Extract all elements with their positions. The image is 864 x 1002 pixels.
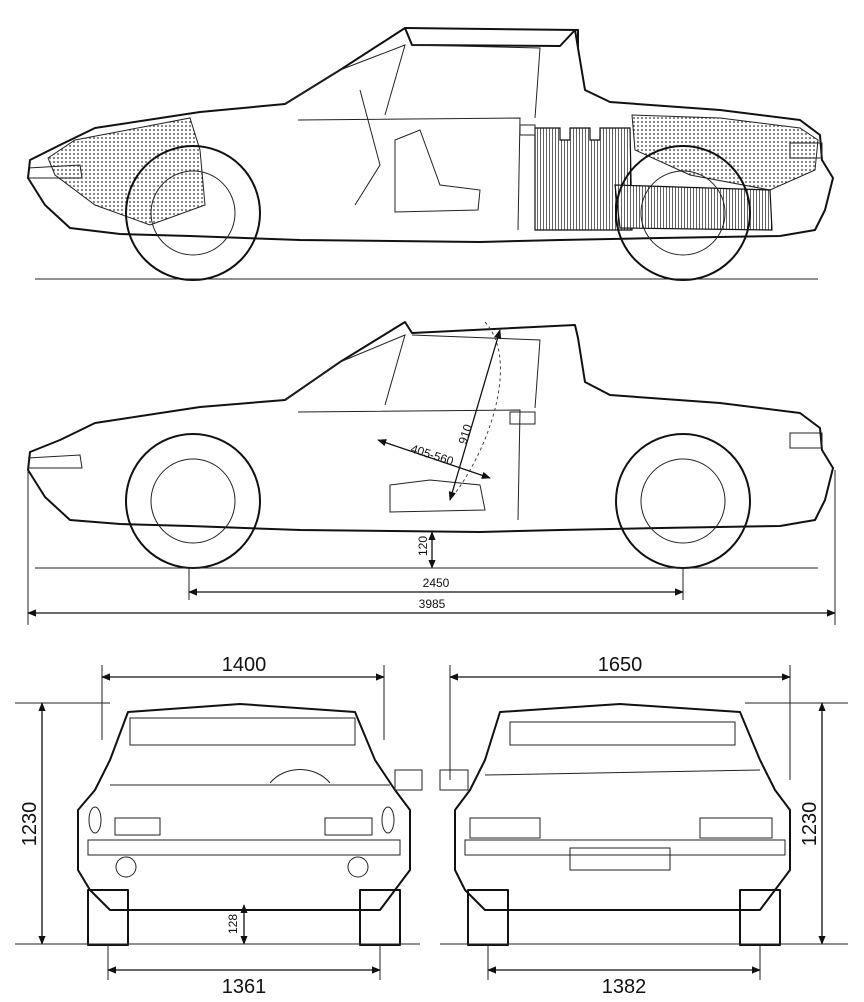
front-track-label: 1361 [222, 976, 267, 998]
steering-column [354, 89, 381, 206]
rear-trunk-hatched [631, 114, 819, 191]
front-clearance-label: 128 [226, 914, 240, 934]
rear-light-2 [789, 432, 823, 449]
rear-view: 1650 1230 1382 [439, 654, 848, 998]
front-tire-left [87, 889, 129, 946]
rear-track-label: 1382 [602, 976, 647, 998]
seat-2 [389, 479, 486, 513]
rear-window-base [484, 769, 761, 776]
rear-wheel [615, 433, 751, 569]
front-mirror [394, 769, 423, 791]
windshield [284, 44, 406, 116]
front-fog-right [347, 856, 369, 878]
transmission [614, 184, 773, 231]
legroom-dim-line [448, 329, 502, 501]
front-wheel [125, 433, 261, 569]
door-handle-2 [509, 411, 536, 425]
front-bumper-2 [27, 454, 83, 469]
front-fog-left [115, 856, 137, 878]
front-body-outline [77, 703, 411, 911]
front-hub [150, 170, 236, 256]
height-left-label: 1230 [19, 802, 41, 847]
rear-tire-right [739, 889, 781, 946]
door-handle [519, 124, 536, 136]
overall-length-label: 3985 [419, 597, 446, 611]
side-cutaway-view [27, 27, 834, 281]
front-roof-panel [129, 717, 356, 746]
seat [394, 129, 481, 213]
ground-clearance-label: 120 [416, 536, 430, 556]
front-headlight-left [88, 806, 102, 834]
rear-bumper-face [464, 839, 786, 856]
front-left-light [114, 817, 161, 836]
rear-hub-2 [640, 458, 726, 544]
rear-body-outline [454, 703, 791, 911]
front-right-light [324, 817, 373, 836]
windshield-2 [284, 334, 406, 406]
front-hub-2 [150, 458, 236, 544]
rear-roof-panel [509, 721, 736, 746]
front-width-label: 1400 [222, 654, 267, 676]
front-bumper-face [87, 839, 401, 856]
rear-hub [640, 170, 726, 256]
license-plate [569, 847, 671, 871]
rear-wheel-cutaway [615, 145, 751, 281]
front-tire-right [359, 889, 401, 946]
front-view: 1400 1230 128 1361 [15, 654, 423, 998]
engine-block [534, 127, 633, 231]
side-window [411, 44, 541, 119]
rear-left-light [469, 817, 541, 839]
rear-light [789, 142, 823, 159]
door-line-2 [297, 409, 521, 521]
roof-targa [404, 27, 579, 49]
side-dimension-view: 910 405-560 120 2450 3985 [27, 321, 836, 625]
car-body-outline [27, 321, 834, 533]
side-window-2 [411, 334, 541, 409]
overall-width-label: 1650 [598, 654, 643, 676]
seat-travel-label: 405-560 [409, 442, 456, 469]
front-wheel-cutaway [125, 145, 261, 281]
wheelbase-label: 2450 [423, 576, 450, 590]
front-headlight-right [381, 806, 395, 834]
front-bumper [27, 164, 83, 179]
front-trunk-hatched [47, 117, 206, 226]
door-line [297, 117, 521, 231]
height-right-label: 1230 [799, 802, 821, 847]
steering-wheel [269, 769, 331, 784]
rear-right-light [699, 817, 773, 839]
seat-travel-dim-line [377, 439, 491, 479]
rear-mirror [439, 769, 469, 791]
